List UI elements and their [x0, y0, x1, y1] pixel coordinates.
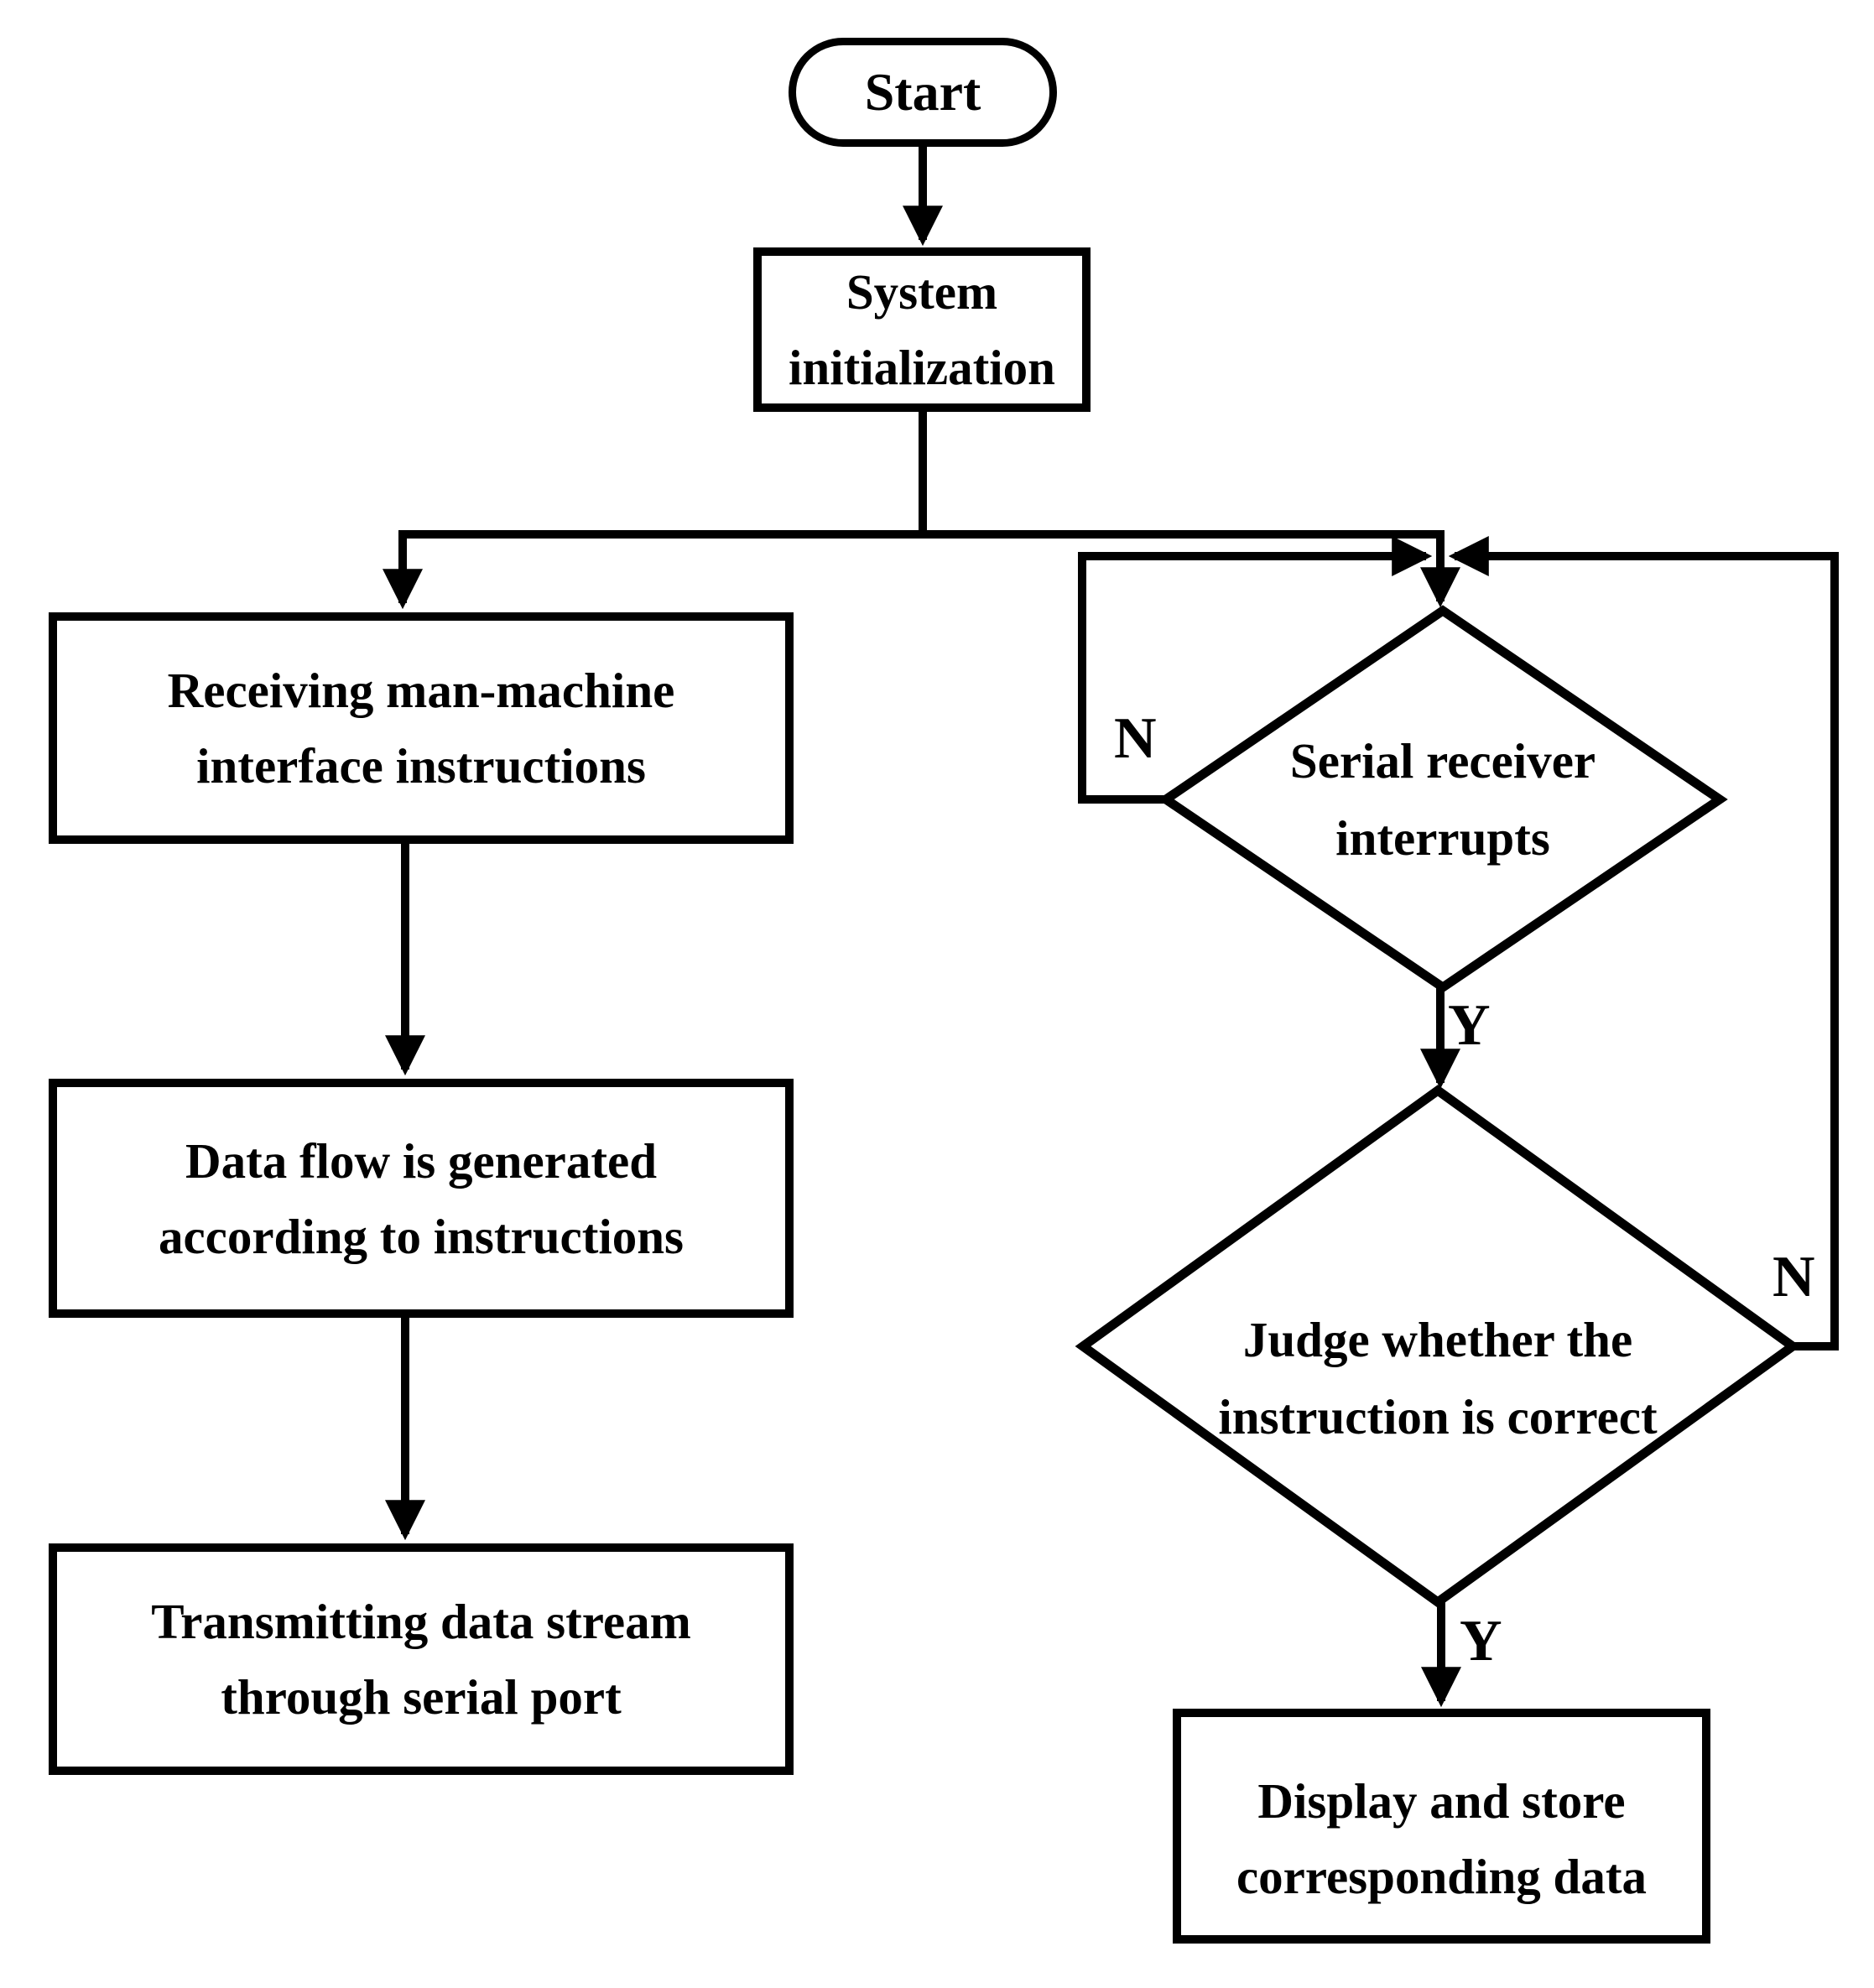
judge-line1: Judge whether the	[1242, 1312, 1633, 1367]
judge-line2: instruction is correct	[1218, 1389, 1658, 1444]
decision-serial-receiver-interrupts	[1158, 605, 1728, 993]
system-init-line1: System	[846, 264, 998, 320]
process-receiving-instructions: Receiving man-machine interface instruct…	[49, 612, 794, 844]
display-line1: Display and store	[1257, 1773, 1626, 1829]
start-node: Start	[789, 38, 1057, 147]
serial-line1: Serial receiver	[1289, 733, 1596, 788]
edge-serial-no-loop	[1078, 536, 1433, 804]
judge-no-label: N	[1772, 1245, 1815, 1309]
receiving-line1: Receiving man-machine	[167, 663, 675, 718]
process-display-and-store: Display and store corresponding data	[1173, 1709, 1710, 1944]
display-line2: corresponding data	[1236, 1849, 1647, 1904]
process-system-initialization: System initialization	[753, 247, 1091, 412]
serial-no-label: N	[1114, 706, 1157, 771]
edge-judge-no-loop	[1448, 536, 1839, 1350]
transmitting-line1: Transmitting data stream	[151, 1594, 691, 1649]
transmitting-line2: through serial port	[221, 1669, 622, 1725]
serial-diamond-label: Serial receiver interrupts	[1191, 724, 1694, 875]
edge-split-right-to-serial-diamond	[923, 530, 1460, 608]
decision-judge-instruction-correct	[1075, 1085, 1801, 1608]
dataflow-line1: Data flow is generated	[185, 1132, 658, 1189]
judge-yes-label: Y	[1460, 1609, 1502, 1673]
edge-split-left-to-receiving	[383, 411, 927, 610]
start-label: Start	[864, 62, 981, 122]
dataflow-line2: according to instructions	[158, 1208, 685, 1264]
receiving-line2: interface instructions	[196, 738, 646, 794]
judge-diamond-label: Judge whether the instruction is correct	[1102, 1303, 1773, 1454]
process-data-flow-generated: Data flow is generated according to inst…	[49, 1079, 794, 1318]
process-transmitting-data-stream: Transmitting data stream through serial …	[49, 1543, 794, 1775]
serial-line2: interrupts	[1335, 810, 1550, 866]
serial-yes-label: Y	[1448, 993, 1491, 1058]
system-init-line2: initialization	[789, 340, 1055, 395]
